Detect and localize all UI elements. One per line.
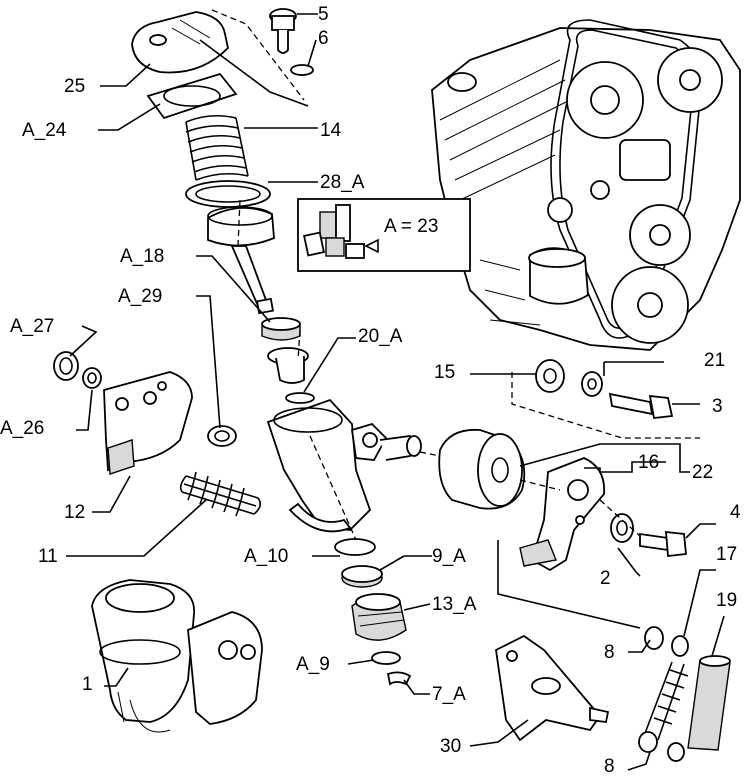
callout-30: 30 bbox=[440, 736, 461, 757]
part-1-pump-assembly bbox=[91, 579, 263, 733]
callout-25: 25 bbox=[64, 76, 85, 97]
callout-15: 15 bbox=[434, 362, 455, 383]
callout-16: 16 bbox=[638, 452, 659, 473]
legend-box: A = 23 bbox=[297, 198, 471, 272]
part-13A-boot bbox=[351, 593, 407, 641]
callout-A29: A_29 bbox=[118, 286, 162, 307]
part-8-bushing-upper bbox=[644, 626, 664, 650]
part-11-spring bbox=[179, 471, 262, 517]
callout-22: 22 bbox=[692, 462, 713, 483]
callout-12: 12 bbox=[64, 502, 85, 523]
callout-A24: A_24 bbox=[22, 120, 67, 141]
part-9A-seal bbox=[341, 565, 383, 588]
legend-equation: A = 23 bbox=[384, 216, 438, 237]
sealant-tubes-icon bbox=[303, 204, 379, 259]
part-A29-washer bbox=[207, 425, 237, 447]
callout-13A: 13_A bbox=[432, 594, 477, 615]
callout-14: 14 bbox=[320, 120, 342, 141]
part-A18-seal bbox=[261, 317, 301, 341]
part-25-cap bbox=[131, 11, 229, 74]
part-A27-washer bbox=[53, 351, 79, 381]
part-7A-clip bbox=[386, 671, 412, 686]
callout-19: 19 bbox=[716, 590, 737, 611]
engine-assembly-illustration bbox=[431, 19, 741, 351]
part-3-bolt bbox=[608, 392, 674, 419]
callout-labels: 25 5 6 A_24 14 28_A A_18 A_29 A_27 20_A … bbox=[0, 4, 741, 777]
callout-A18: A_18 bbox=[120, 246, 164, 267]
part-4-bolt bbox=[639, 530, 687, 557]
part-A10-washer bbox=[334, 538, 376, 556]
part-17-spring bbox=[643, 661, 689, 741]
callout-28A: 28_A bbox=[320, 172, 365, 193]
leader-lines bbox=[66, 9, 725, 771]
part-A9-washer bbox=[371, 651, 401, 665]
callout-6: 6 bbox=[318, 28, 329, 49]
callout-A26: A_26 bbox=[0, 418, 44, 439]
callout-5: 5 bbox=[318, 4, 329, 25]
part-5-bolt bbox=[269, 8, 297, 54]
part-16-tensioner-arm bbox=[519, 457, 606, 572]
callout-9A: 9_A bbox=[432, 546, 466, 567]
injector-plunger bbox=[207, 206, 275, 315]
callout-20A: 20_A bbox=[358, 326, 403, 347]
part-12-bracket bbox=[103, 371, 193, 475]
part-17-bushing bbox=[671, 635, 689, 657]
part-21-washer bbox=[581, 371, 603, 397]
callout-A9: A_9 bbox=[296, 654, 330, 675]
part-19-sleeve bbox=[687, 655, 731, 751]
callout-4: 4 bbox=[730, 502, 741, 523]
part-A26-washer bbox=[82, 367, 102, 389]
callout-2: 2 bbox=[600, 568, 611, 589]
callout-3: 3 bbox=[712, 396, 723, 417]
part-22-tensioner-pulley bbox=[438, 428, 526, 510]
callout-17: 17 bbox=[716, 544, 737, 565]
part-2-washer bbox=[610, 513, 634, 543]
part-14-spring bbox=[185, 114, 249, 181]
callout-1: 1 bbox=[82, 674, 93, 695]
part-A24-gasket bbox=[146, 72, 238, 120]
part-15-washer bbox=[535, 359, 565, 393]
callout-8-upper: 8 bbox=[604, 642, 615, 663]
part-6-washer bbox=[290, 64, 314, 76]
part-28A-oring bbox=[185, 180, 271, 208]
callout-21: 21 bbox=[704, 350, 725, 371]
callout-A10: A_10 bbox=[244, 546, 288, 567]
callout-7A: 7_A bbox=[432, 684, 466, 705]
part-8-bushing-lower-b bbox=[667, 742, 685, 762]
pump-housing-body bbox=[266, 398, 422, 533]
part-30-mount-bracket bbox=[495, 634, 610, 742]
callout-8-lower: 8 bbox=[604, 756, 615, 776]
callout-A27: A_27 bbox=[10, 316, 54, 337]
part-8-bushing-lower-a bbox=[638, 731, 658, 753]
part-20A-bushing bbox=[267, 347, 309, 384]
callout-11: 11 bbox=[38, 546, 58, 567]
part-small-oring bbox=[285, 392, 315, 404]
